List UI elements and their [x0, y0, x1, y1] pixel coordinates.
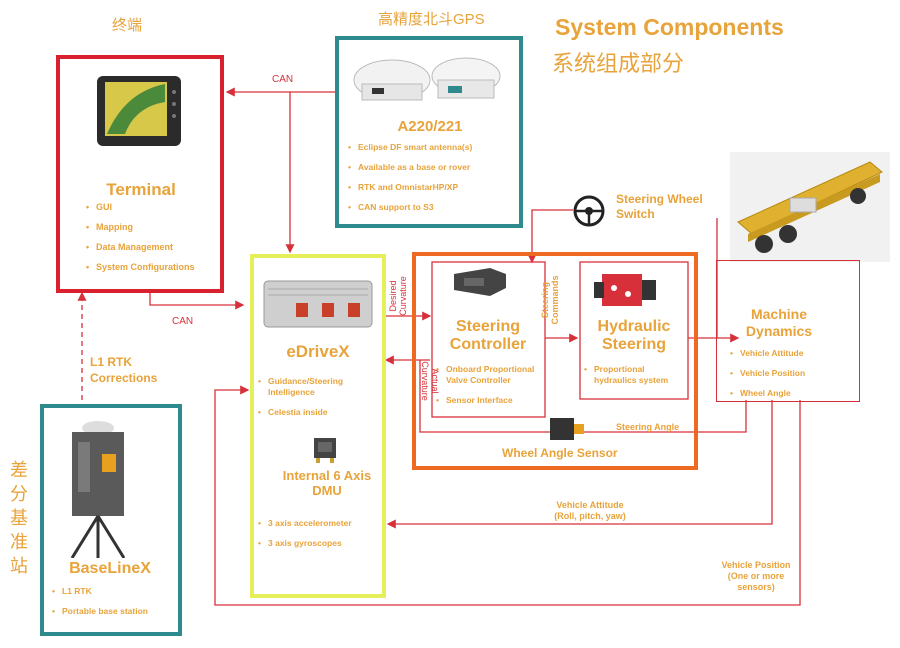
baseline-box [40, 404, 182, 636]
page-title: System Components [555, 14, 784, 40]
list-item: Celestia inside [258, 407, 378, 418]
list-item: L1 RTK [52, 586, 174, 597]
terminal-title: Terminal [106, 180, 176, 199]
list-item: System Configurations [86, 262, 196, 273]
steering-commands-label: Steering Commands [540, 275, 560, 325]
gps-bullets: Eclipse DF smart antenna(s) Available as… [348, 142, 518, 222]
edrivex-title: eDriveX [286, 342, 350, 361]
hydraulic-valve-icon [594, 268, 658, 319]
vehicle-attitude-text: Vehicle Attitude [556, 500, 624, 510]
wheel-angle-sensor-icon [544, 414, 586, 449]
hydraulic-steering-bullets: Proportional hydraulics system [584, 364, 684, 395]
list-item: Mapping [86, 222, 196, 233]
vehicle-position-sub: (One or more sensors) [727, 571, 785, 592]
actual-curvature-label: Actual Curvature [420, 361, 440, 401]
steering-wheel-switch-label: Steering Wheel Switch [616, 192, 703, 221]
list-item: Vehicle Attitude [730, 348, 850, 359]
steering-controller-icon [450, 266, 510, 307]
vehicle-position-label: Vehicle Position (One or more sensors) [714, 560, 798, 593]
hydraulic-steering-title: Hydraulic Steering [597, 318, 671, 353]
steering-controller-title: Steering Controller [449, 318, 527, 353]
gps-title: A220/221 [397, 118, 463, 135]
machine-dynamics-title: Machine Dynamics [745, 306, 813, 339]
list-item: Eclipse DF smart antenna(s) [348, 142, 518, 153]
machine-dynamics-bullets: Vehicle Attitude Vehicle Position Wheel … [730, 348, 850, 408]
vehicle-attitude-sub: (Roll, pitch, yaw) [554, 511, 626, 521]
edrivex-device-icon [262, 275, 374, 338]
list-item: Wheel Angle [730, 388, 850, 399]
list-item: Data Management [86, 242, 196, 253]
steering-angle-label: Steering Angle [616, 422, 680, 432]
dmu-chip-icon [310, 436, 340, 469]
terminal-bullets: GUI Mapping Data Management System Confi… [86, 202, 196, 282]
steering-group-box [412, 252, 698, 470]
machine-chassis-image [730, 152, 890, 267]
desired-curvature-label: Desired Curvature [388, 276, 408, 316]
terminal-device-icon [95, 72, 185, 152]
list-item: Portable base station [52, 606, 174, 617]
list-item: RTK and OmnistarHP/XP [348, 182, 518, 193]
baseline-title: BaseLineX [69, 560, 151, 577]
wheel-angle-sensor-title: Wheel Angle Sensor [502, 446, 618, 460]
gps-antenna-icon [350, 50, 510, 115]
steering-wheel-icon [572, 194, 606, 233]
dmu-bullets: 3 axis accelerometer 3 axis gyroscopes [258, 518, 384, 558]
baseline-bullets: L1 RTK Portable base station [52, 586, 174, 626]
vehicle-attitude-label: Vehicle Attitude (Roll, pitch, yaw) [530, 500, 650, 522]
list-item: CAN support to S3 [348, 202, 518, 213]
baseline-station-icon [62, 418, 152, 563]
can-top-label: CAN [272, 74, 294, 85]
baseline-cn-label: 差分基准站 [10, 460, 28, 576]
list-item: 3 axis accelerometer [258, 518, 384, 529]
list-item: 3 axis gyroscopes [258, 538, 384, 549]
list-item: Proportional hydraulics system [584, 364, 684, 386]
steering-controller-bullets: Onboard Proportional Valve Controller Se… [436, 364, 544, 415]
edrivex-bullets: Guidance/Steering Intelligence Celestia … [258, 376, 378, 427]
list-item: Guidance/Steering Intelligence [258, 376, 378, 398]
machine-dynamics-box [716, 260, 860, 402]
can-bottom-label: CAN [172, 316, 194, 327]
terminal-box [56, 55, 224, 293]
list-item: Sensor Interface [436, 395, 544, 406]
dmu-title: Internal 6 Axis DMU [282, 468, 372, 498]
edrivex-box [250, 254, 386, 598]
page-title-cn: 系统组成部分 [552, 51, 685, 76]
gps-cn-label: 高精度北斗GPS [378, 11, 485, 28]
l1-rtk-corrections-label: L1 RTK Corrections [90, 355, 158, 385]
list-item: GUI [86, 202, 196, 213]
terminal-cn-label: 终端 [112, 17, 143, 34]
list-item: Onboard Proportional Valve Controller [436, 364, 544, 386]
vehicle-position-text: Vehicle Position [721, 560, 791, 570]
list-item: Available as a base or rover [348, 162, 518, 173]
gps-box [335, 36, 523, 228]
list-item: Vehicle Position [730, 368, 850, 379]
